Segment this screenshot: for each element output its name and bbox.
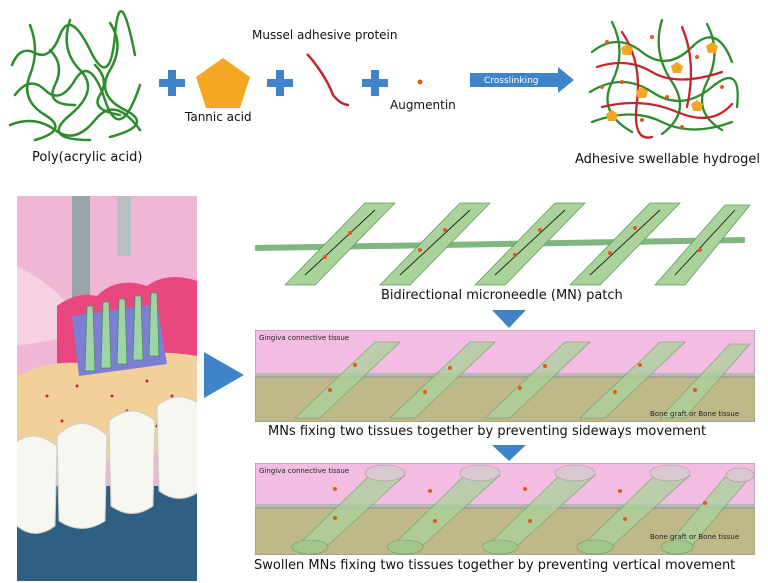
- gum-teeth-illustration: [17, 196, 197, 581]
- vertical-fixation-panel: Gingiva connective tissue Bone graft or …: [255, 463, 755, 555]
- plus-icon: [362, 70, 388, 96]
- hydrogel-network-icon: [588, 18, 739, 139]
- pointer-arrow-icon: [204, 352, 244, 398]
- vertical-caption: Swollen MNs fixing two tissues together …: [254, 558, 736, 573]
- gingiva-label: Gingiva connective tissue: [259, 467, 349, 475]
- crosslinking-arrow-icon: Crosslinking: [470, 67, 574, 93]
- poly-acrylic-acid-label: Poly(acrylic acid): [32, 150, 143, 165]
- microneedle-patch-illustration: [255, 202, 751, 286]
- plus-icon: [159, 70, 185, 96]
- augmentin-label: Augmentin: [390, 98, 456, 112]
- sideways-caption: MNs fixing two tissues together by preve…: [268, 424, 707, 439]
- mussel-adhesive-protein-label: Mussel adhesive protein: [252, 28, 398, 42]
- poly-acrylic-acid-network-icon: [8, 10, 142, 142]
- augmentin-dot-icon: [417, 79, 423, 85]
- crosslinking-label: Crosslinking: [484, 76, 539, 86]
- tannic-acid-pentagon-icon: [196, 58, 250, 108]
- gingiva-label: Gingiva connective tissue: [259, 334, 349, 342]
- down-arrow-icon: [492, 310, 526, 328]
- bone-label: Bone graft or Bone tissue: [650, 410, 739, 418]
- patch-caption: Bidirectional microneedle (MN) patch: [381, 288, 623, 303]
- down-arrow-icon: [492, 445, 526, 461]
- sideways-fixation-panel: Gingiva connective tissue Bone graft or …: [255, 330, 755, 422]
- tannic-acid-label: Tannic acid: [185, 110, 252, 124]
- plus-icon: [267, 70, 293, 96]
- bone-label: Bone graft or Bone tissue: [650, 533, 739, 541]
- hydrogel-label: Adhesive swellable hydrogel: [575, 152, 761, 167]
- mussel-protein-strand-icon: [306, 53, 350, 107]
